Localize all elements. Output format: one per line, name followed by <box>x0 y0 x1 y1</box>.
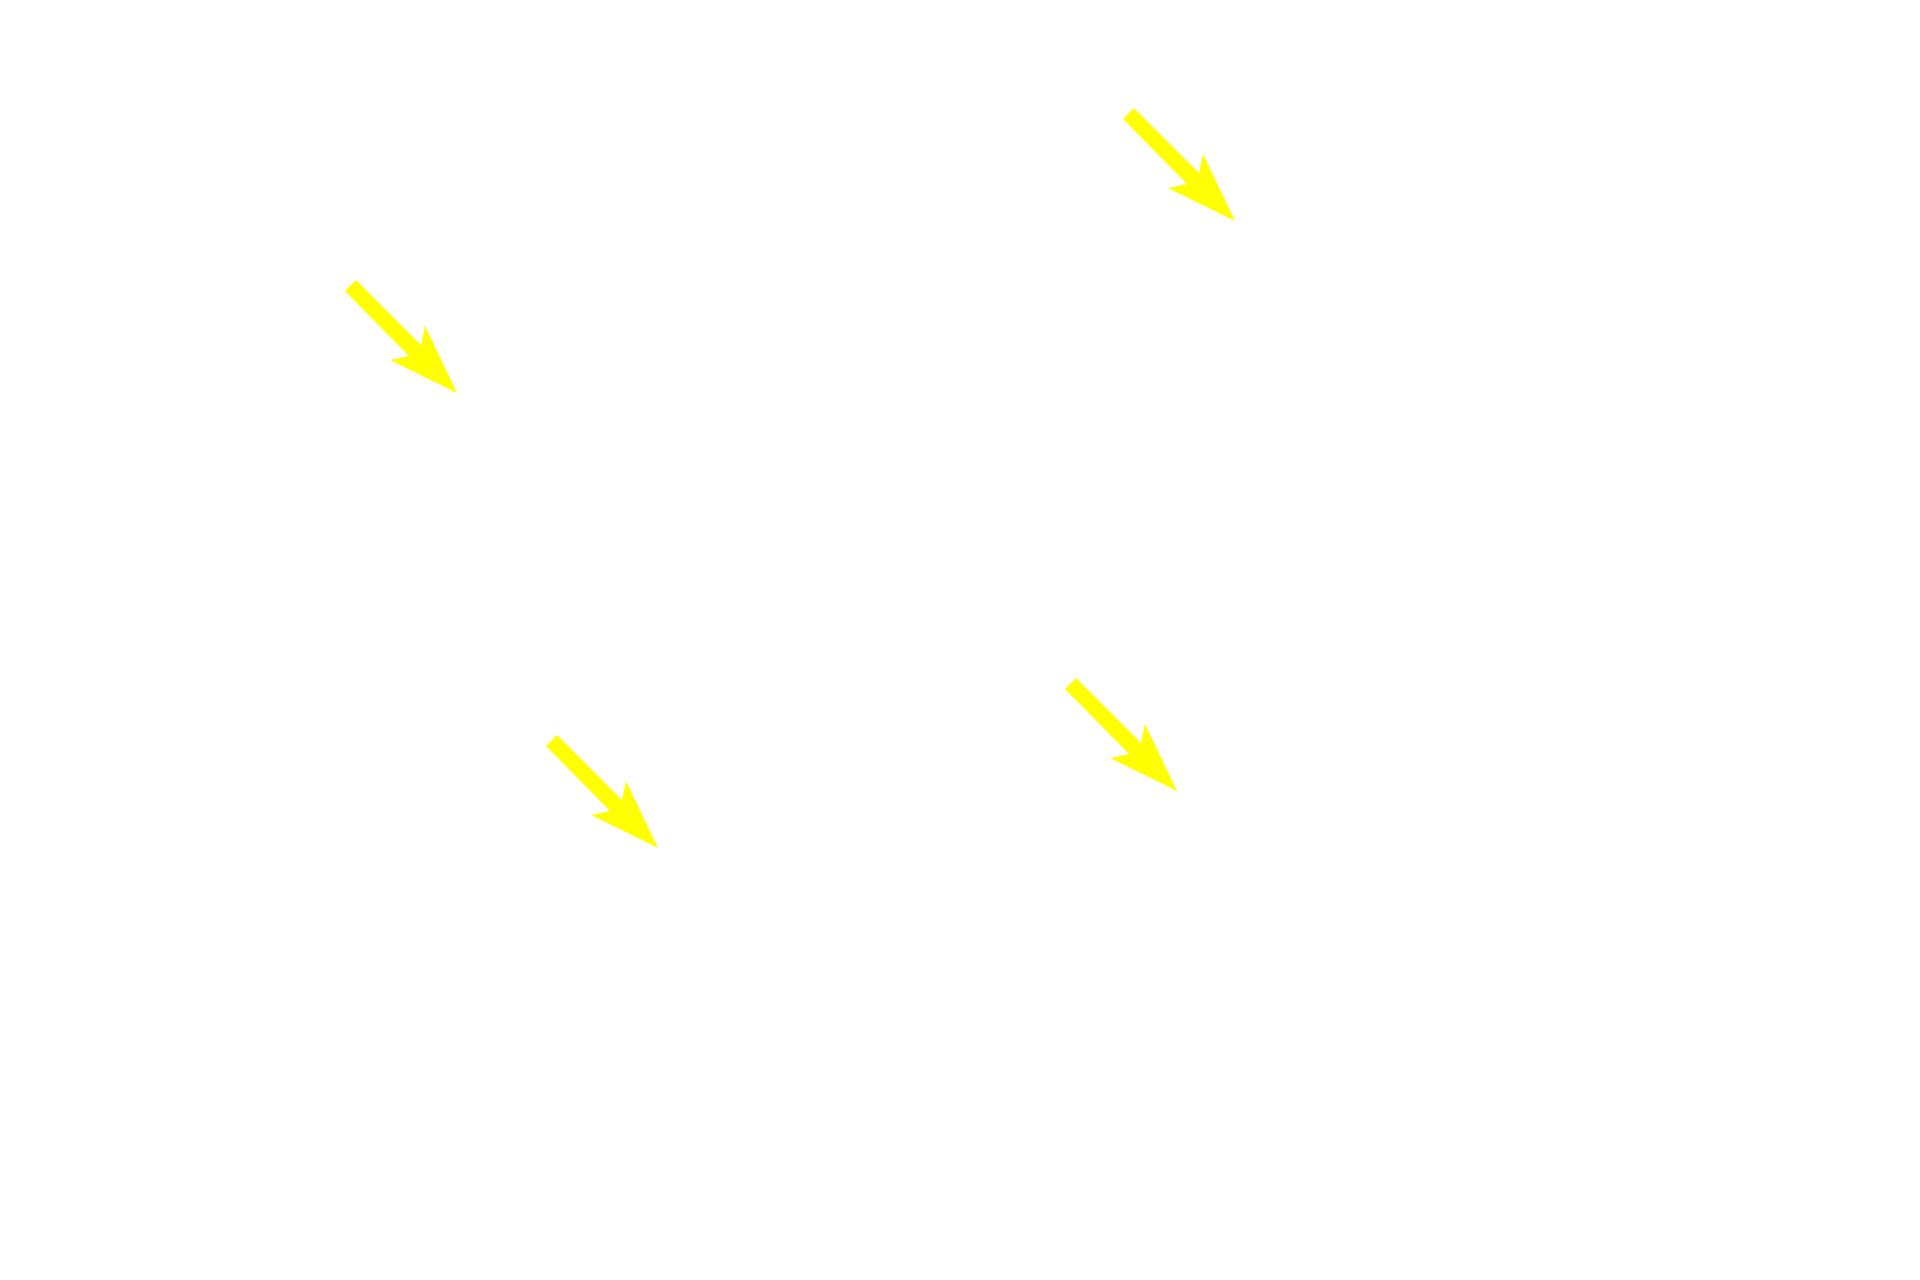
arrow-down-right-icon <box>345 280 457 393</box>
arrow-down-right-icon <box>1123 108 1235 221</box>
arrow-shape <box>546 735 658 848</box>
arrow-shape <box>1065 678 1177 791</box>
arrow-down-right-icon <box>546 735 658 848</box>
arrow-shape <box>345 280 457 393</box>
arrow-shape <box>1123 108 1235 221</box>
arrow-down-right-icon <box>1065 678 1177 791</box>
